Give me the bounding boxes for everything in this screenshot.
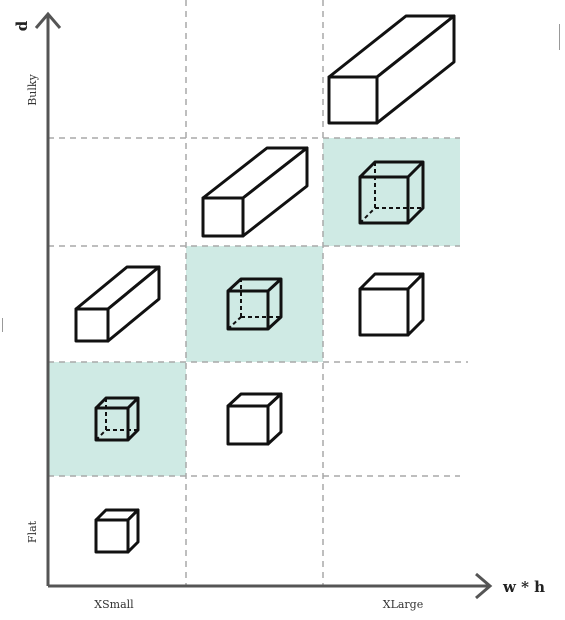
box-icon (74, 265, 161, 343)
wireframe-cube-icon (358, 160, 425, 225)
y-axis-arrow-icon (34, 11, 62, 29)
box-icon (226, 392, 283, 446)
x-axis-label: w * h (502, 578, 545, 596)
top-right-edge (406, 160, 425, 179)
x-axis-arrow-icon (475, 572, 493, 600)
wireframe-cube-icon (94, 396, 140, 442)
x-axis-right-label: XLarge (383, 598, 424, 611)
axes (34, 11, 493, 600)
top-right-edge (126, 396, 140, 410)
front-face (74, 307, 110, 343)
y-axis-label: d (13, 20, 31, 31)
hidden-edge (227, 316, 242, 330)
box-icon (358, 272, 425, 337)
box-icon (94, 508, 140, 554)
hidden-edge (359, 207, 376, 224)
boxes (74, 14, 456, 554)
highlight-cell (323, 138, 460, 246)
edge-divider-right (559, 24, 560, 50)
front-face (226, 404, 270, 446)
highlight-cell (186, 246, 323, 362)
x-axis-left-label: XSmall (94, 598, 134, 611)
y-axis-bottom-label: Flat (26, 520, 39, 543)
highlight-cell (48, 362, 186, 476)
top-right-edge (266, 277, 283, 293)
front-face (94, 518, 130, 554)
edge-divider-left (2, 318, 3, 332)
front-face (358, 287, 410, 337)
box-icon (201, 146, 309, 238)
box-icon (327, 14, 456, 125)
hidden-edge (95, 429, 107, 441)
grid-lines (48, 0, 468, 586)
y-axis-top-label: Bulky (26, 73, 39, 105)
highlighted-cells (48, 138, 460, 476)
wireframe-cube-icon (226, 277, 283, 331)
front-face (201, 196, 245, 238)
front-face (327, 75, 379, 125)
